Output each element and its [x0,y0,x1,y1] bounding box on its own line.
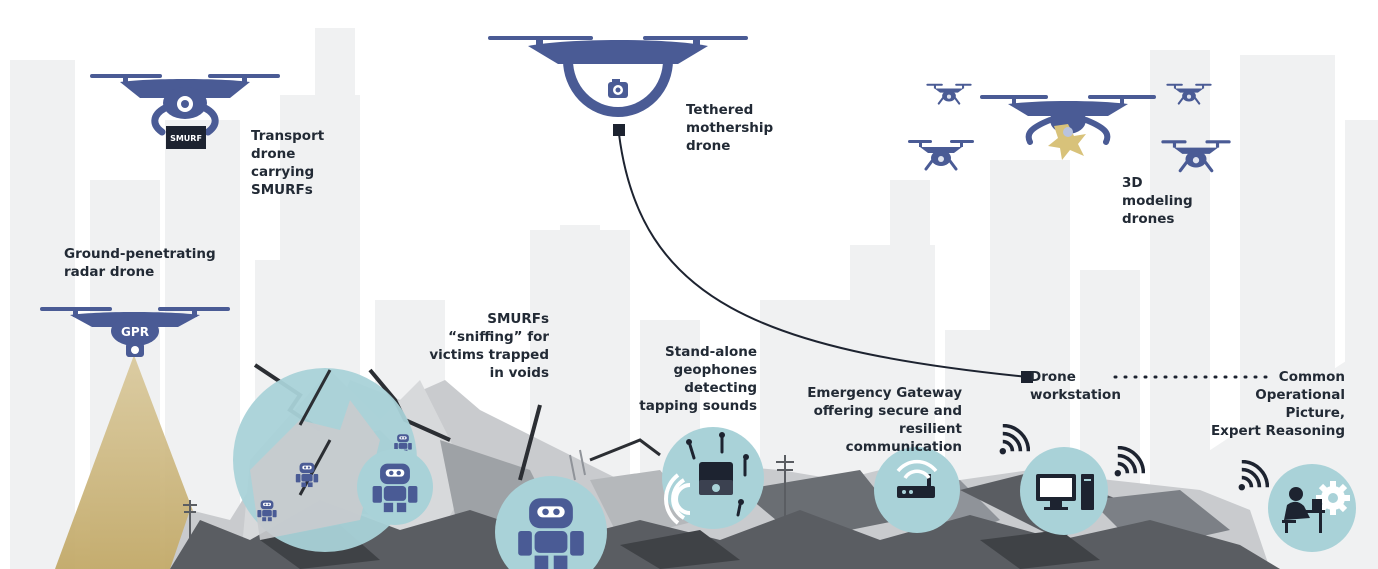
mothership-drone-label: Tethered mothership drone [686,102,774,154]
smurf-box-label: SMURF [170,134,202,143]
small-drone-icon [906,138,976,171]
large-modeling-drone [980,95,1156,160]
common-operational-picture-label: Common Operational Picture, Expert Reaso… [1210,369,1345,439]
smurfs-sniffing-label: SMURFs “sniffing” for victims trapped in… [429,311,549,381]
person-at-desk-gear-icon [1268,464,1356,552]
tether-anchor-top [613,124,625,136]
drone-workstation-label: Drone workstation [1030,369,1121,403]
small-drone-icon [925,82,973,105]
transport-drone-label: Transport drone carrying SMURFs [251,128,325,198]
gpr-drone-label: Ground-penetrating radar drone [64,246,216,280]
router-icon [874,447,960,533]
drone-with-gripper-icon: SMURF [90,74,280,149]
geophones-label: Stand-alone geophones detecting tapping … [639,344,757,414]
tether-anchor-workstation [1021,371,1033,383]
gpr-badge-label: GPR [121,325,149,339]
geophone-case-icon [662,427,764,529]
smurf-box [166,126,206,149]
modeling-drones-label: 3D modeling drones [1122,175,1193,227]
radar-beam [55,355,215,569]
modeling-drones-group [906,82,1233,173]
drone-with-camera-icon [488,36,748,117]
desktop-computer-icon [1020,447,1108,535]
emergency-gateway-label: Emergency Gateway offering secure and re… [807,385,962,455]
smurfs-in-voids [233,368,607,569]
tether-line [613,124,1033,383]
drone-with-radar-icon: GPR [40,307,230,357]
